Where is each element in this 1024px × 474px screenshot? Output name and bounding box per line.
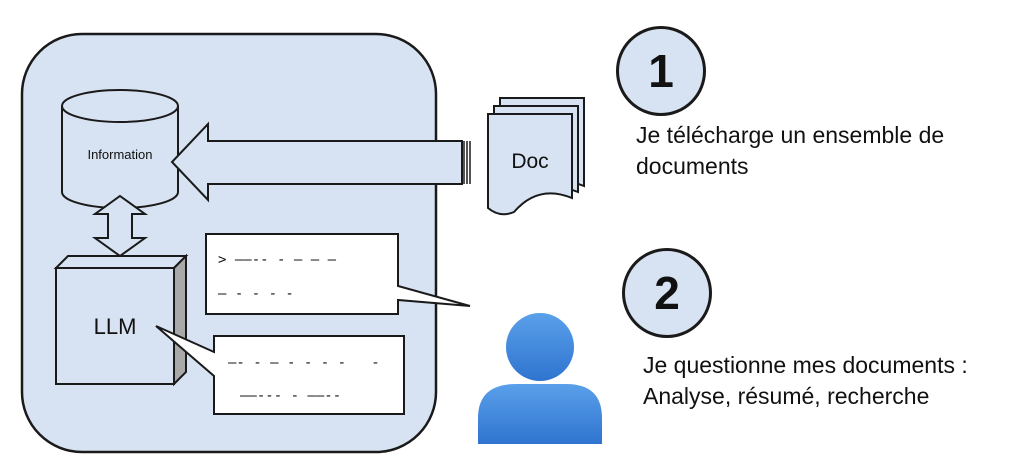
step-1-text: Je télécharge un ensemble de documents: [636, 122, 945, 179]
llm-label: LLM: [93, 314, 137, 339]
doc-label: Doc: [511, 150, 549, 173]
arrow-tail-lines: [463, 141, 471, 184]
user-icon: [478, 313, 602, 444]
prompt-bubble: [205, 233, 471, 315]
step-1-circle: 1: [616, 26, 706, 116]
response-bubble: [155, 325, 405, 415]
database-label: Information: [87, 147, 153, 162]
step-2-circle: 2: [622, 248, 712, 338]
step-2-text: Je questionne mes documents : Analyse, r…: [643, 352, 968, 409]
response-line-1: —- - — - - - - -: [228, 355, 380, 371]
llm-box: [53, 253, 189, 387]
prompt-line-2: — - - - -: [218, 286, 294, 302]
document-stack: [487, 97, 585, 216]
response-line-2: ——--- - ——--: [240, 388, 342, 404]
prompt-line-1: > ——-- - — — —: [218, 252, 337, 268]
upload-arrow: [170, 121, 463, 203]
